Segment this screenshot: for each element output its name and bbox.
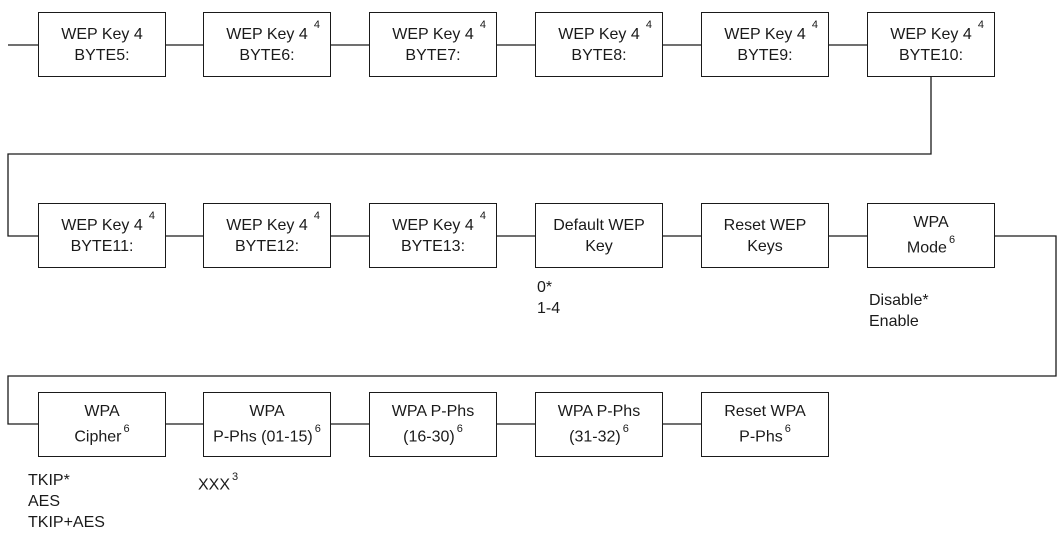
- menu-box-reset-wep-keys: Reset WEP Keys: [701, 203, 829, 268]
- menu-box-wpa-pphs-01-15: WPA P-Phs (01-15)6: [203, 392, 331, 457]
- footnote-marker: 6: [948, 234, 956, 247]
- footnote-marker: 4: [479, 19, 486, 31]
- menu-box-wep-key4-byte12: WEP Key 4 BYTE12: 4: [203, 203, 331, 268]
- box-label-line1: WPA: [249, 403, 285, 421]
- box-label-text: Mode: [906, 239, 947, 257]
- menu-box-wep-key4-byte11: WEP Key 4 BYTE11: 4: [38, 203, 166, 268]
- option-value: TKIP*: [28, 472, 70, 489]
- box-label-line2: BYTE5:: [74, 46, 130, 64]
- box-label-line1: WEP Key 4: [61, 216, 143, 234]
- box-label-line2: BYTE7:: [405, 46, 461, 64]
- footnote-marker: 4: [148, 210, 155, 222]
- footnote-marker: 4: [479, 210, 486, 222]
- connector-row2-to-row3: [7, 235, 1057, 425]
- box-label-text: (16-30): [403, 428, 455, 446]
- footnote-marker: 6: [784, 423, 791, 436]
- box-label-line2: BYTE11:: [70, 237, 134, 255]
- footnote-marker: 3: [232, 471, 239, 483]
- box-label-text: (31-32): [569, 428, 621, 446]
- menu-box-wep-key4-byte10: WEP Key 4 BYTE10: 4: [867, 12, 995, 77]
- box-label-line2: P-Phs (01-15)6: [213, 422, 321, 447]
- footnote-marker: 6: [123, 423, 130, 436]
- box-label-text: Cipher: [74, 428, 122, 446]
- box-label-line1: Default WEP: [553, 216, 645, 234]
- option-value: AES: [28, 493, 61, 510]
- box-label-line1: WEP Key 4: [226, 25, 308, 43]
- option-value: 0*: [537, 279, 553, 296]
- menu-box-wep-key4-byte6: WEP Key 4 BYTE6: 4: [203, 12, 331, 77]
- option-value: Disable*: [869, 292, 929, 309]
- footnote-marker: 4: [977, 19, 984, 31]
- box-label-line2: BYTE13:: [400, 237, 466, 255]
- options-default-wep-key: 0* 1-4: [537, 277, 560, 319]
- box-label-line1: Reset WEP: [723, 216, 807, 234]
- menu-box-default-wep-key: Default WEP Key: [535, 203, 663, 268]
- option-value: TKIP+AES: [28, 514, 105, 531]
- box-label-line1: WEP Key 4: [226, 216, 308, 234]
- footnote-marker: 4: [811, 19, 818, 31]
- box-label-line2: BYTE12:: [234, 237, 300, 255]
- box-label-line1: WEP Key 4: [724, 25, 806, 43]
- footnote-marker: 4: [645, 19, 652, 31]
- box-label-line2: (16-30)6: [403, 422, 463, 447]
- box-label-line2: Keys: [747, 237, 783, 255]
- box-label-line1: WEP Key 4: [558, 25, 640, 43]
- menu-box-wep-key4-byte5: WEP Key 4 BYTE5:: [38, 12, 166, 77]
- option-value-text: XXX: [198, 476, 231, 494]
- option-value: 1-4: [537, 300, 561, 317]
- menu-box-wep-key4-byte8: WEP Key 4 BYTE8: 4: [535, 12, 663, 77]
- footnote-marker: 6: [622, 423, 629, 436]
- box-label-line1: WPA: [913, 214, 949, 232]
- box-label-line2: BYTE10:: [898, 46, 964, 64]
- box-label-line1: WEP Key 4: [890, 25, 972, 43]
- box-label-line1: WPA P-Phs: [391, 403, 475, 421]
- menu-box-wpa-pphs-16-30: WPA P-Phs (16-30)6: [369, 392, 497, 457]
- footnote-marker: 4: [313, 19, 320, 31]
- menu-box-wep-key4-byte9: WEP Key 4 BYTE9: 4: [701, 12, 829, 77]
- options-wpa-cipher: TKIP* AES TKIP+AES: [28, 470, 105, 533]
- footnote-marker: 6: [314, 423, 321, 436]
- box-label-line1: Reset WPA: [724, 403, 806, 421]
- box-label-line2: Key: [585, 237, 613, 255]
- options-wpa-mode: Disable* Enable: [869, 290, 929, 332]
- box-label-line1: WPA: [84, 403, 120, 421]
- box-label-line1: WEP Key 4: [392, 25, 474, 43]
- box-label-text: P-Phs: [739, 428, 783, 446]
- box-label-line1: WEP Key 4: [392, 216, 474, 234]
- box-label-line2: (31-32)6: [569, 422, 629, 447]
- box-label-line2: BYTE6:: [239, 46, 295, 64]
- connector-row1-to-row2: [7, 77, 932, 237]
- box-label-line2: BYTE8:: [571, 46, 627, 64]
- menu-box-wpa-pphs-31-32: WPA P-Phs (31-32)6: [535, 392, 663, 457]
- menu-box-wep-key4-byte13: WEP Key 4 BYTE13: 4: [369, 203, 497, 268]
- footnote-marker: 6: [456, 423, 463, 436]
- option-value: Enable: [869, 313, 919, 330]
- footnote-marker: 4: [313, 210, 320, 222]
- box-label-line1: WPA P-Phs: [557, 403, 641, 421]
- box-label-text: P-Phs (01-15): [213, 428, 313, 446]
- menu-box-wep-key4-byte7: WEP Key 4 BYTE7: 4: [369, 12, 497, 77]
- box-label-line1: WEP Key 4: [61, 25, 143, 43]
- box-label-line2: BYTE9:: [737, 46, 793, 64]
